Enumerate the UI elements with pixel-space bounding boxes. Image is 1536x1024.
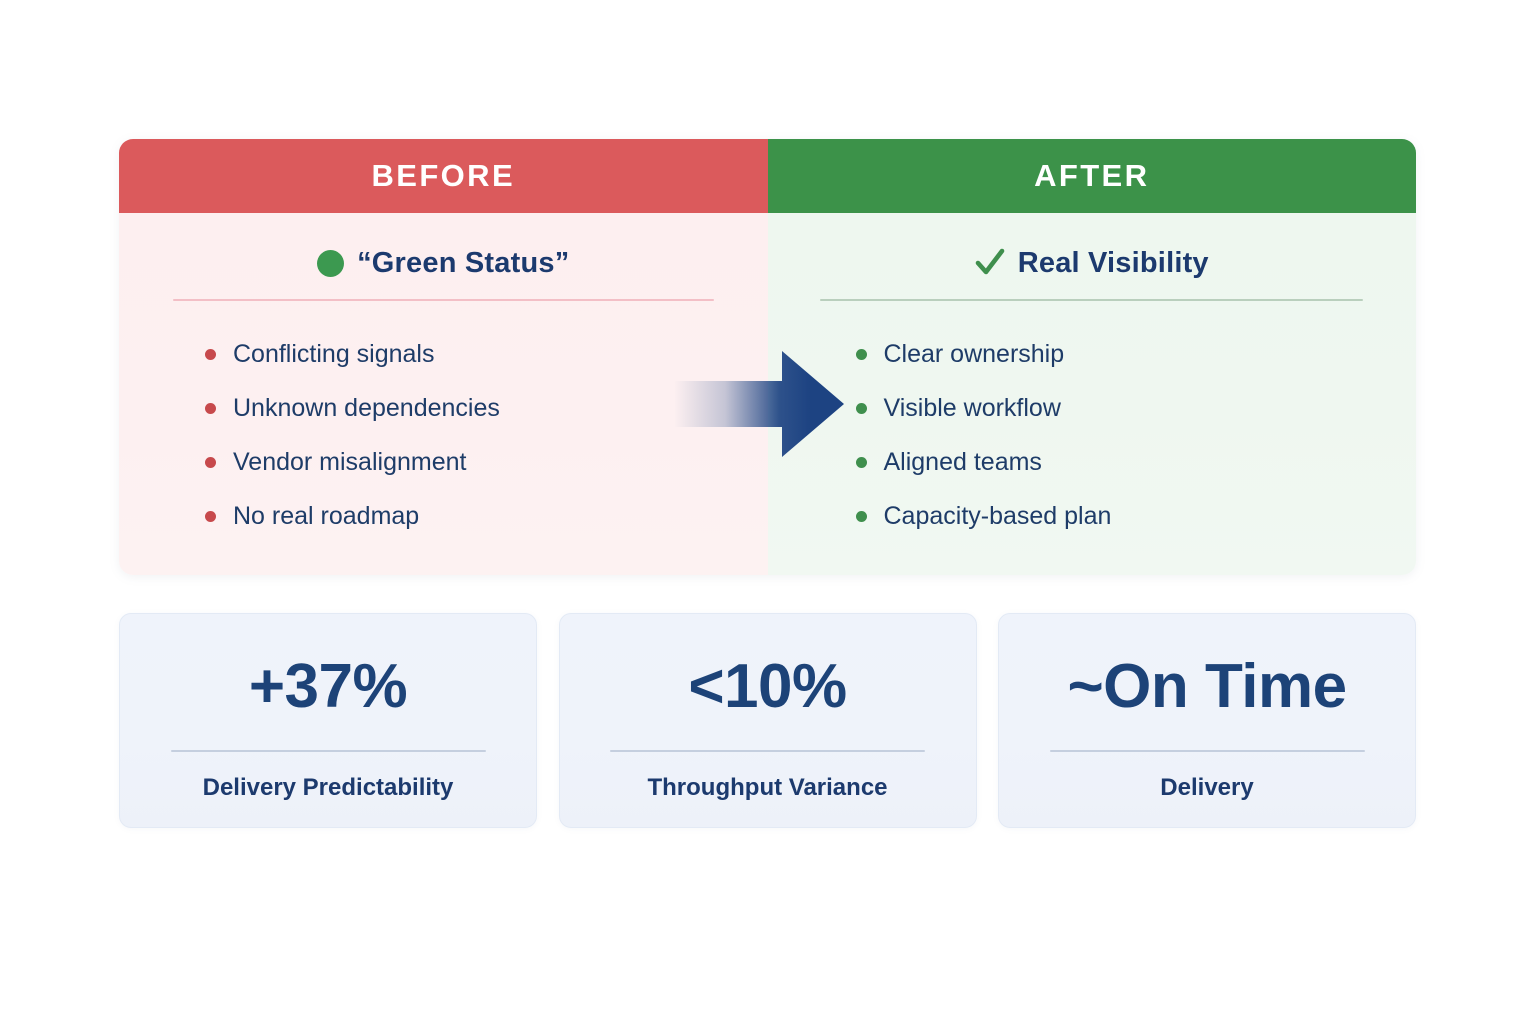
after-column: AFTER Real Visibility Clear ownership [767,139,1417,575]
metric-cards-row: +37% Delivery Predictability <10% Throug… [119,613,1416,828]
before-subtitle-row: “Green Status” [119,241,768,285]
before-header-label: BEFORE [371,158,516,193]
bullet-dot-icon [205,348,216,360]
after-body: Real Visibility Clear ownership Visible … [767,213,1417,575]
metric-divider [170,750,486,752]
before-body: “Green Status” Conflicting signals Unkno… [119,213,768,575]
before-after-comparison-panel: BEFORE “Green Status” Conflicting signal… [119,139,1416,575]
bullet-dot-icon [205,510,216,522]
metric-label: Throughput Variance [647,774,888,801]
before-column: BEFORE “Green Status” Conflicting signal… [119,139,768,575]
metric-card-delivery-predictability: +37% Delivery Predictability [119,613,537,828]
before-header: BEFORE [119,139,768,213]
list-item: Clear ownership [768,327,1417,381]
list-item-label: Unknown dependencies [233,393,500,422]
list-item: Aligned teams [768,435,1417,489]
list-item-label: Conflicting signals [233,339,435,368]
list-item-label: Visible workflow [883,393,1061,422]
metric-divider [610,750,925,752]
list-item: Unknown dependencies [119,381,768,435]
list-item: Visible workflow [768,381,1417,435]
bullet-dot-icon [855,348,867,360]
metric-value: <10% [688,652,847,721]
metric-card-on-time-delivery: ~On Time Delivery [998,613,1416,828]
list-item-label: Aligned teams [883,447,1042,476]
list-item: Conflicting signals [119,327,768,381]
list-item-label: Clear ownership [883,339,1065,368]
bullet-dot-icon [855,510,867,522]
after-subtitle-label: Real Visibility [1017,246,1209,279]
list-item: No real roadmap [119,489,768,543]
list-item-label: No real roadmap [233,501,420,530]
bullet-dot-icon [855,402,867,414]
bullet-dot-icon [205,456,216,468]
after-header-label: AFTER [1034,158,1150,193]
list-item: Vendor misalignment [119,435,768,489]
list-item-label: Capacity-based plan [883,501,1112,530]
bullet-dot-icon [855,456,867,468]
before-subtitle-divider [172,299,714,301]
metric-label: Delivery Predictability [202,774,454,801]
green-status-dot-icon [317,249,345,277]
metric-value: +37% [248,652,408,721]
list-item-label: Vendor misalignment [233,447,467,476]
after-header: AFTER [767,139,1416,213]
before-bullet-list: Conflicting signals Unknown dependencies… [119,327,768,543]
list-item: Capacity-based plan [768,489,1417,543]
metric-card-throughput-variance: <10% Throughput Variance [558,613,977,828]
green-check-icon [975,248,1005,278]
before-subtitle-label: “Green Status” [357,246,570,279]
bullet-dot-icon [205,402,216,414]
metric-label: Delivery [1160,774,1254,801]
after-subtitle-divider [820,299,1364,301]
after-subtitle-row: Real Visibility [768,241,1417,285]
metric-divider [1049,750,1365,752]
after-bullet-list: Clear ownership Visible workflow Aligned… [768,327,1417,543]
metric-value: ~On Time [1067,652,1347,721]
